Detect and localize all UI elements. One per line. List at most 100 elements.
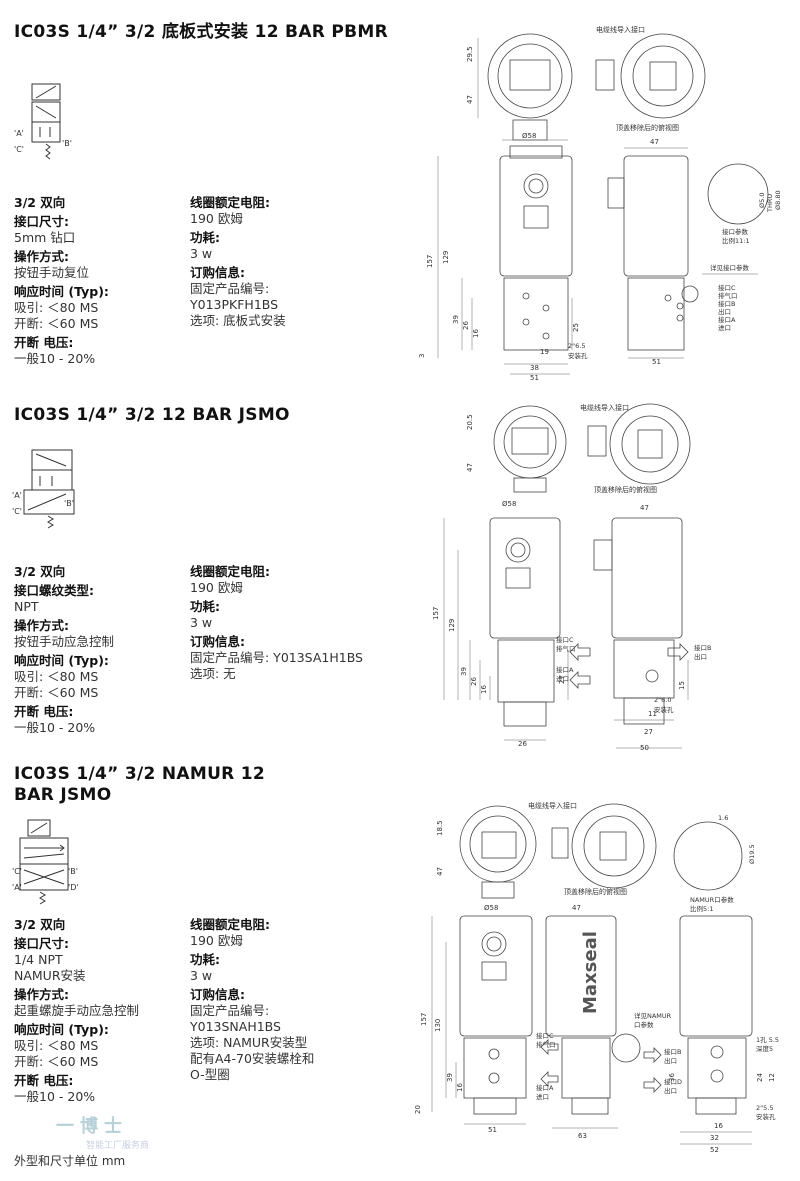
spec-heading: 开断 电压: bbox=[14, 335, 74, 350]
detail-label: 1.6 bbox=[718, 814, 728, 822]
title-line: IC03S 1/4” 3/2 底板式安装 12 BAR PBMR bbox=[14, 22, 389, 42]
port-label-a: 'A' bbox=[12, 491, 22, 500]
dim-label: 16 bbox=[714, 1122, 723, 1130]
port-label: 排气口 bbox=[536, 1040, 556, 1049]
dim-label: 27 bbox=[644, 728, 653, 736]
spec-value: NAMUR安装 bbox=[14, 968, 86, 983]
spec-block: 开断 电压:一般10 - 20% bbox=[14, 335, 184, 367]
detail-label: Ø19.5 bbox=[748, 844, 756, 864]
detail-label: Ø5.0 bbox=[758, 193, 766, 208]
spec-value: 选项: NAMUR安装型 bbox=[190, 1035, 308, 1050]
dim-label: 15 bbox=[678, 681, 686, 690]
port-label-a: 'A' bbox=[12, 883, 22, 892]
spec-heading: 响应时间 (Typ): bbox=[14, 284, 109, 299]
product-1-spec-left: 3/2 双向接口尺寸:5mm 钻口操作方式:按钮手动复位响应时间 (Typ):吸… bbox=[14, 195, 184, 370]
dim-label: 26 bbox=[462, 321, 470, 330]
port-label: 进口 bbox=[556, 675, 569, 683]
dim-label: 29.5 bbox=[466, 46, 474, 62]
spec-block: 功耗:3 w bbox=[190, 599, 410, 631]
hole-note: 深度5 bbox=[756, 1044, 773, 1053]
spec-heading: 响应时间 (Typ): bbox=[14, 653, 109, 668]
product-2-title: IC03S 1/4” 3/2 12 BAR JSMO bbox=[14, 405, 414, 426]
watermark-sub: 智能工厂服务商 bbox=[86, 1141, 150, 1151]
port-label: 接口C bbox=[536, 1031, 554, 1040]
port-label-b: 'B' bbox=[64, 499, 74, 508]
product-2-valve-symbol: 'A' 'C' 'B' bbox=[12, 449, 75, 529]
drawing-caption: 顶盖移除后的俯视图 bbox=[616, 123, 679, 132]
spec-value: 一般10 - 20% bbox=[14, 351, 96, 366]
spec-block: 开断 电压:一般10 - 20% bbox=[14, 704, 184, 736]
detail-caption: 比例11:1 bbox=[722, 236, 750, 245]
dim-label: 20.5 bbox=[466, 414, 474, 430]
spec-block: 操作方式:起重螺旋手动应急控制 bbox=[14, 987, 184, 1019]
spec-value: 开断: ＜60 MS bbox=[14, 316, 99, 331]
port-label: 进口 bbox=[718, 324, 731, 332]
spec-value: 选项: 无 bbox=[190, 666, 236, 681]
drawing-caption: 顶盖移除后的俯视图 bbox=[564, 887, 627, 896]
dim-label: Ø58 bbox=[502, 500, 516, 508]
product-3-title: IC03S 1/4” 3/2 NAMUR 12 BAR JSMO bbox=[14, 764, 414, 806]
dim-label: 47 bbox=[466, 463, 474, 472]
port-label: 出口 bbox=[664, 1056, 677, 1065]
spec-heading: 接口尺寸: bbox=[14, 214, 69, 229]
dim-label: 50 bbox=[640, 744, 649, 752]
hole-note: 2"6.0 bbox=[654, 696, 671, 704]
dim-label: 47 bbox=[650, 138, 659, 146]
dim-label: 16 bbox=[472, 329, 480, 338]
dim-label: 19 bbox=[540, 348, 549, 356]
spec-heading: 功耗: bbox=[190, 230, 220, 245]
port-label: 出口 bbox=[664, 1086, 677, 1095]
hole-note: 2"6.5 bbox=[568, 342, 585, 350]
spec-value: 一般10 - 20% bbox=[14, 720, 96, 735]
spec-value: 吸引: ＜80 MS bbox=[14, 300, 99, 315]
spec-heading: 线圈额定电阻: bbox=[190, 195, 270, 210]
port-note: 详见接口参数 bbox=[710, 263, 750, 272]
spec-heading: 开断 电压: bbox=[14, 704, 74, 719]
spec-heading: 操作方式: bbox=[14, 987, 69, 1002]
spec-heading: 线圈额定电阻: bbox=[190, 564, 270, 579]
spec-heading: 功耗: bbox=[190, 952, 220, 967]
title-line: IC03S 1/4” 3/2 NAMUR 12 bbox=[14, 764, 266, 784]
dim-label: 3 bbox=[418, 354, 426, 358]
port-label: 接口B bbox=[694, 643, 711, 652]
dim-label: Ø58 bbox=[522, 132, 536, 140]
dim-label: 47 bbox=[466, 95, 474, 104]
dim-label: 63 bbox=[578, 1132, 587, 1140]
detail-caption: 接口参数 bbox=[722, 227, 749, 236]
dim-label: 129 bbox=[442, 251, 450, 264]
spec-value: NPT bbox=[14, 599, 39, 614]
spec-block: 接口螺纹类型:NPT bbox=[14, 583, 184, 615]
port-label-b: 'B' bbox=[62, 139, 72, 148]
spec-block: 3/2 双向 bbox=[14, 917, 184, 933]
spec-value: 起重螺旋手动应急控制 bbox=[14, 1003, 140, 1018]
hole-note: 1孔 5.5 bbox=[756, 1036, 779, 1044]
dim-label: 38 bbox=[530, 364, 539, 372]
spec-value: 吸引: ＜80 MS bbox=[14, 1038, 99, 1053]
spec-heading: 订购信息: bbox=[190, 265, 245, 280]
dim-label: 51 bbox=[652, 358, 661, 366]
dim-label: 157 bbox=[432, 607, 440, 620]
spec-heading: 3/2 双向 bbox=[14, 195, 66, 210]
spec-heading: 3/2 双向 bbox=[14, 917, 66, 932]
dim-label: 157 bbox=[426, 255, 434, 268]
port-label-c: 'C' bbox=[12, 507, 22, 516]
dim-label: 51 bbox=[488, 1126, 497, 1134]
spec-heading: 功耗: bbox=[190, 599, 220, 614]
port-label: 接口B bbox=[664, 1047, 681, 1056]
footer-note: 外型和尺寸单位 mm bbox=[14, 1154, 126, 1168]
spec-value: 190 欧姆 bbox=[190, 580, 243, 595]
spec-block: 线圈额定电阻:190 欧姆 bbox=[190, 564, 410, 596]
dim-label: 12 bbox=[768, 1073, 776, 1082]
dim-label: 39 bbox=[452, 315, 460, 324]
title-line: BAR JSMO bbox=[14, 785, 112, 805]
port-label: 接口A bbox=[556, 665, 574, 674]
dim-label: 26 bbox=[470, 677, 478, 686]
